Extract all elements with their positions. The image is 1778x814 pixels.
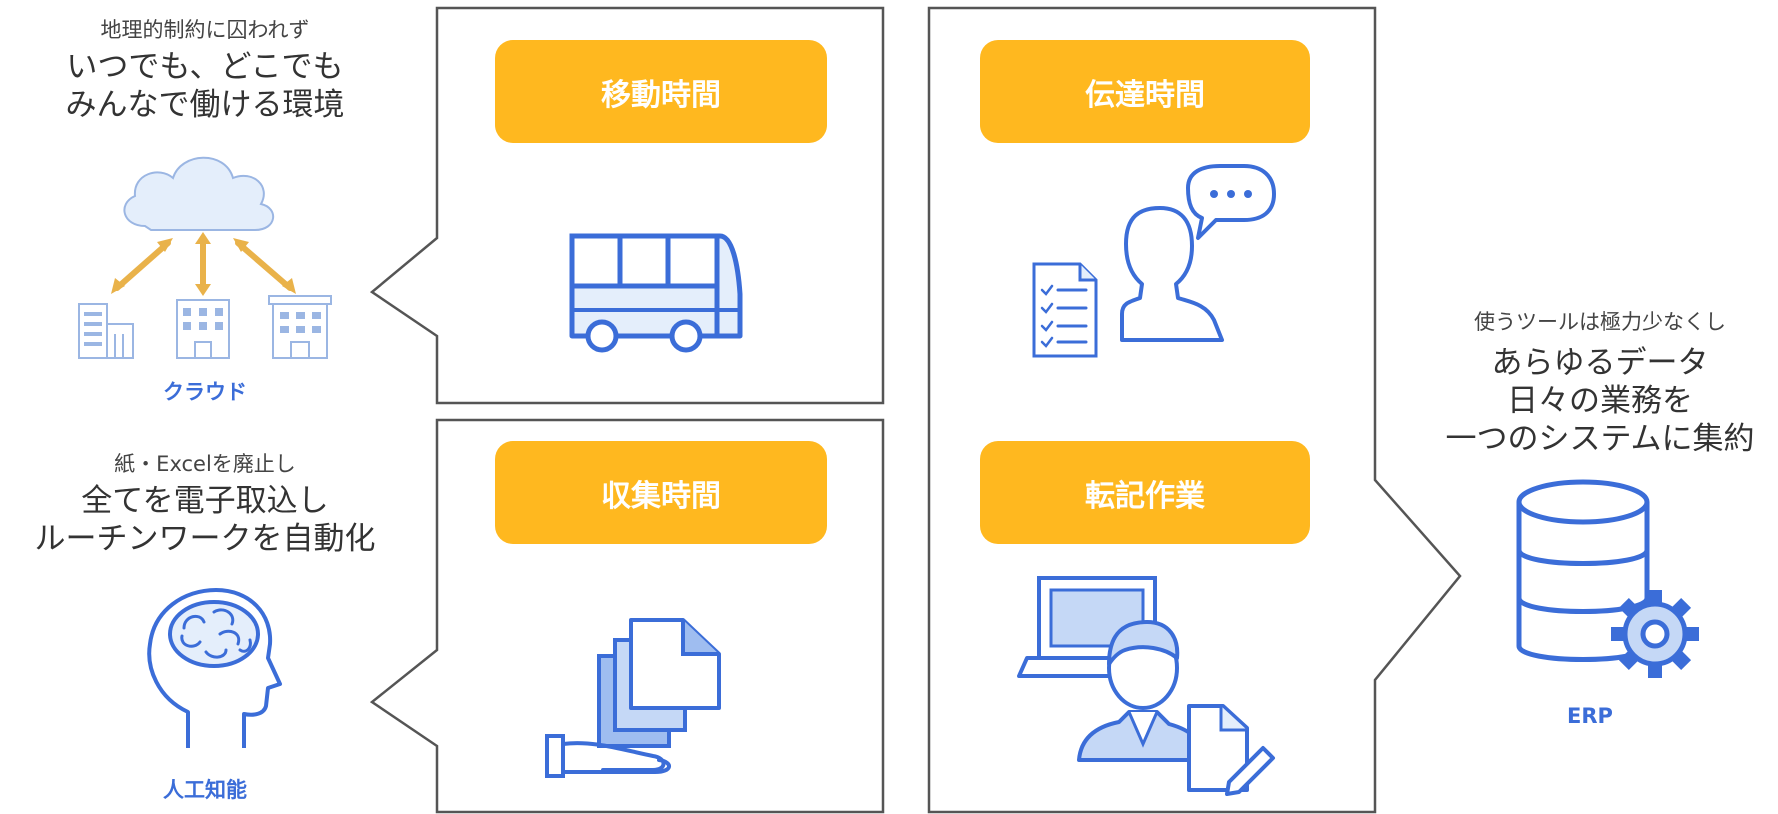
cloud-network-icon	[78, 156, 332, 359]
ai-subtitle: 紙・Excelを廃止し	[114, 452, 296, 476]
brain-head-icon	[147, 588, 282, 748]
ai-block: 紙・Excelを廃止し 全てを電子取込し ルーチンワークを自動化	[10, 448, 400, 558]
cloud-block: 地理的制約に囚われず いつでも、どこでも みんなで働ける環境	[10, 14, 400, 124]
cloud-heading-line2: みんなで働ける環境	[65, 87, 345, 123]
cloud-caption: クラウド	[163, 380, 247, 404]
transcription-work-label: 転記作業	[980, 441, 1310, 544]
ai-heading-line1: 全てを電子取込し	[81, 483, 329, 519]
erp-heading-line3: 一つのシステムに集約	[1445, 421, 1755, 457]
ai-heading-line2: ルーチンワークを自動化	[34, 521, 376, 557]
bus-icon	[569, 233, 743, 353]
documents-hand-icon	[545, 618, 721, 778]
erp-caption: ERP	[1567, 704, 1613, 728]
erp-heading-line1: あらゆるデータ	[1491, 345, 1709, 381]
erp-heading-line2: 日々の業務を	[1507, 383, 1693, 419]
travel-time-label: 移動時間	[495, 40, 827, 143]
erp-subtitle: 使うツールは極力少なくし	[1474, 310, 1726, 334]
database-gear-icon	[1516, 479, 1699, 678]
office-worker-icon	[1017, 576, 1275, 796]
collection-time-label: 収集時間	[495, 441, 827, 544]
person-speech-icon	[1032, 164, 1276, 358]
ai-caption: 人工知能	[163, 778, 247, 802]
communication-time-label: 伝達時間	[980, 40, 1310, 143]
erp-block: 使うツールは極力少なくし あらゆるデータ 日々の業務を 一つのシステムに集約	[1430, 306, 1770, 458]
cloud-heading-line1: いつでも、どこでも	[66, 49, 344, 85]
cloud-subtitle: 地理的制約に囚われず	[100, 18, 310, 42]
